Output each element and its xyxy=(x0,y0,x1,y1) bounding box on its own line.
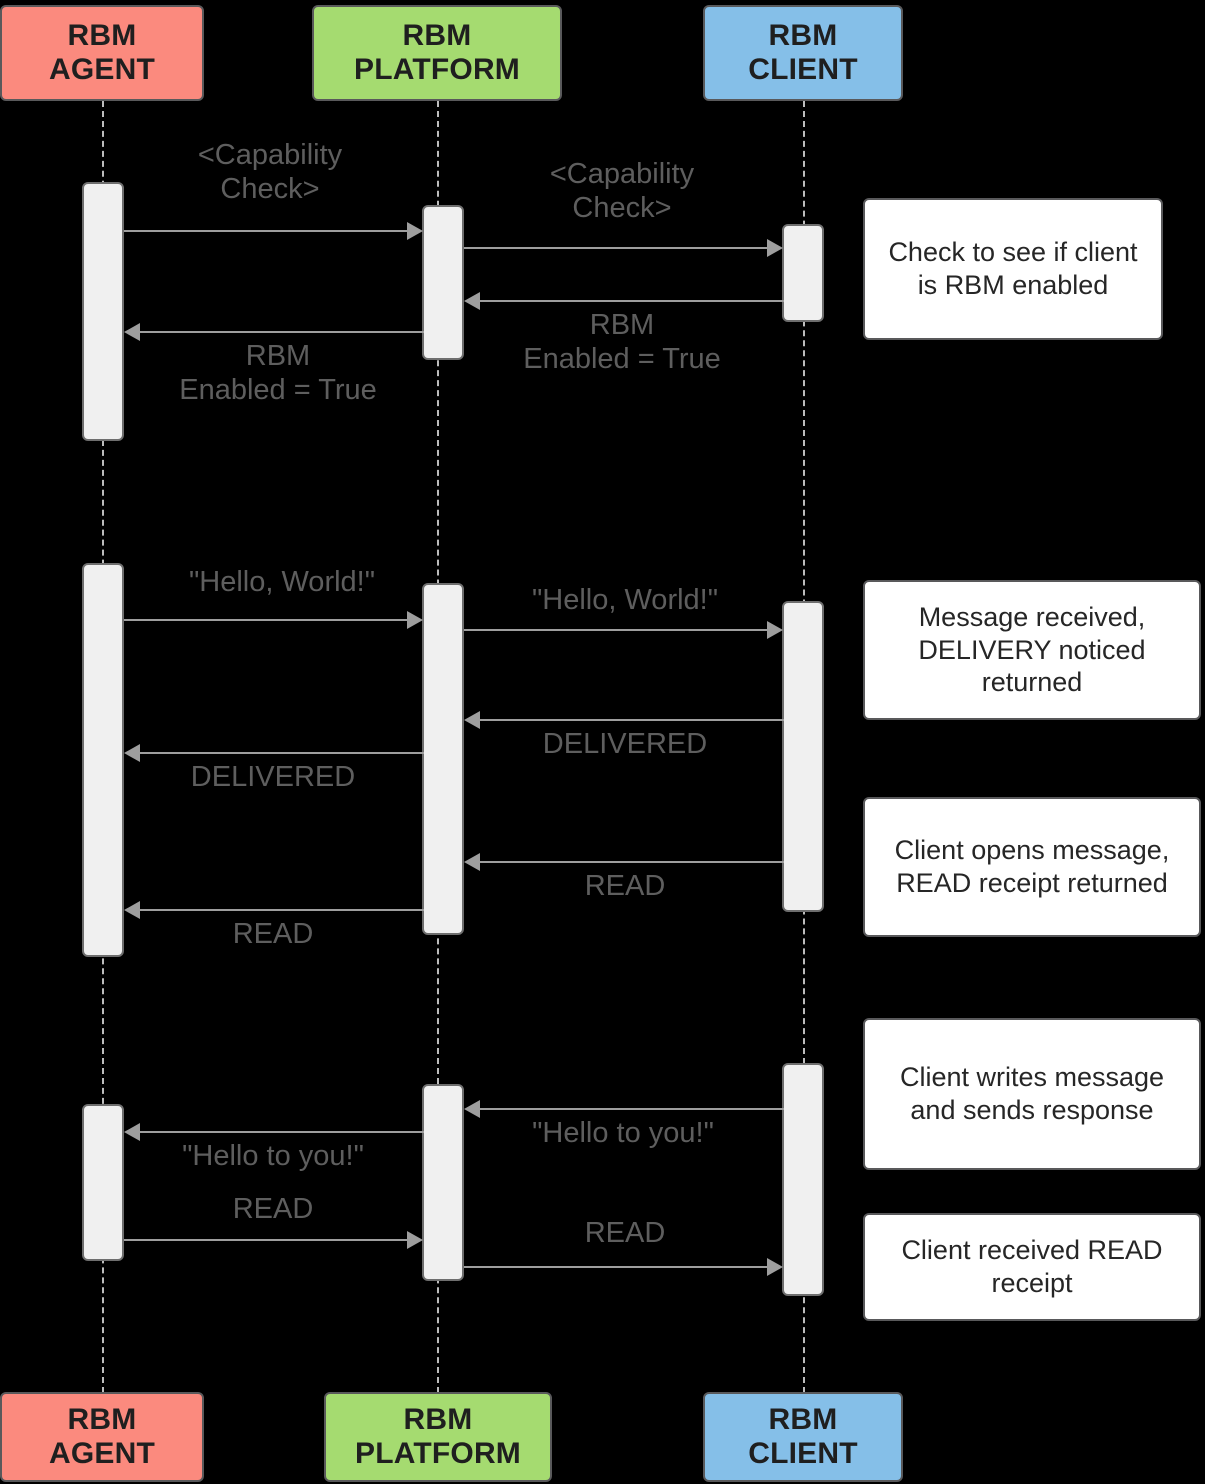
activation-platform-2[interactable] xyxy=(422,583,464,935)
actor-header-platform[interactable]: RBM PLATFORM xyxy=(312,5,562,101)
message-line-m7 xyxy=(472,719,784,721)
actor-header-client[interactable]: RBM CLIENT xyxy=(703,5,903,101)
arrow-head-m5 xyxy=(407,611,423,629)
arrow-head-m13 xyxy=(407,1231,423,1249)
message-label-m14: READ xyxy=(584,1217,666,1249)
message-label-m8: DELIVERED xyxy=(190,761,356,793)
actor-footer-agent-line1: RBM xyxy=(67,1403,137,1437)
actor-footer-platform-line1: RBM xyxy=(403,1403,473,1437)
arrow-head-m10 xyxy=(124,901,140,919)
activation-platform-3[interactable] xyxy=(422,1084,464,1281)
arrow-head-m8 xyxy=(124,744,140,762)
actor-footer-agent[interactable]: RBM AGENT xyxy=(0,1392,204,1482)
actor-footer-client[interactable]: RBM CLIENT xyxy=(703,1392,903,1482)
message-line-m14 xyxy=(464,1266,776,1268)
message-line-m4 xyxy=(132,331,424,333)
message-label-m3: RBM Enabled = True xyxy=(523,309,721,376)
actor-header-platform-line2: PLATFORM xyxy=(353,53,520,86)
activation-agent-3[interactable] xyxy=(82,1104,124,1261)
arrow-head-m6 xyxy=(767,621,783,639)
message-line-m10 xyxy=(132,909,424,911)
actor-footer-platform-line2: PLATFORM xyxy=(354,1437,521,1470)
message-line-m13 xyxy=(124,1239,416,1241)
activation-platform-1[interactable] xyxy=(422,205,464,360)
message-label-m4: RBM Enabled = True xyxy=(179,340,377,407)
note-check-rbm-enabled[interactable]: Check to see if client is RBM enabled xyxy=(863,198,1163,340)
message-line-m6 xyxy=(464,629,776,631)
message-label-m10: READ xyxy=(232,918,314,950)
message-line-m2 xyxy=(464,247,776,249)
actor-footer-client-line1: RBM xyxy=(768,1403,838,1437)
message-line-m12 xyxy=(132,1131,424,1133)
message-label-m1: <Capability Check> xyxy=(197,139,343,206)
message-line-m8 xyxy=(132,752,424,754)
message-label-m2: <Capability Check> xyxy=(549,158,695,225)
message-line-m3 xyxy=(472,300,784,302)
arrow-head-m3 xyxy=(464,292,480,310)
arrow-head-m2 xyxy=(767,239,783,257)
message-line-m9 xyxy=(472,861,784,863)
arrow-head-m11 xyxy=(464,1100,480,1118)
arrow-head-m9 xyxy=(464,853,480,871)
message-line-m5 xyxy=(124,619,416,621)
arrow-head-m12 xyxy=(124,1123,140,1141)
activation-agent-2[interactable] xyxy=(82,563,124,957)
activation-client-1[interactable] xyxy=(782,224,824,322)
arrow-head-m1 xyxy=(407,222,423,240)
actor-header-client-line1: RBM xyxy=(768,19,838,53)
message-line-m11 xyxy=(472,1108,784,1110)
actor-footer-platform[interactable]: RBM PLATFORM xyxy=(324,1392,552,1482)
note-message-received[interactable]: Message received, DELIVERY noticed retur… xyxy=(863,580,1201,720)
message-label-m6: "Hello, World!" xyxy=(531,584,719,616)
message-label-m13: READ xyxy=(232,1193,314,1225)
note-client-opens-message[interactable]: Client opens message, READ receipt retur… xyxy=(863,797,1201,937)
activation-client-2[interactable] xyxy=(782,601,824,912)
message-label-m12: "Hello to you!" xyxy=(182,1140,364,1172)
note-client-writes-message[interactable]: Client writes message and sends response xyxy=(863,1018,1201,1170)
actor-footer-client-line2: CLIENT xyxy=(748,1437,858,1470)
activation-agent-1[interactable] xyxy=(82,182,124,441)
arrow-head-m7 xyxy=(464,711,480,729)
arrow-head-m14 xyxy=(767,1258,783,1276)
actor-header-platform-line1: RBM xyxy=(402,19,472,53)
message-label-m11: "Hello to you!" xyxy=(532,1117,714,1149)
message-label-m9: READ xyxy=(584,870,666,902)
message-label-m5: "Hello, World!" xyxy=(188,566,376,598)
message-label-m7: DELIVERED xyxy=(542,728,708,760)
arrow-head-m4 xyxy=(124,323,140,341)
actor-header-agent[interactable]: RBM AGENT xyxy=(0,5,204,101)
activation-client-3[interactable] xyxy=(782,1063,824,1296)
actor-header-agent-line1: RBM xyxy=(67,19,137,53)
note-client-received-read[interactable]: Client received READ receipt xyxy=(863,1213,1201,1321)
actor-header-client-line2: CLIENT xyxy=(748,53,858,86)
actor-header-agent-line2: AGENT xyxy=(49,53,155,86)
message-line-m1 xyxy=(124,230,416,232)
actor-footer-agent-line2: AGENT xyxy=(49,1437,155,1470)
